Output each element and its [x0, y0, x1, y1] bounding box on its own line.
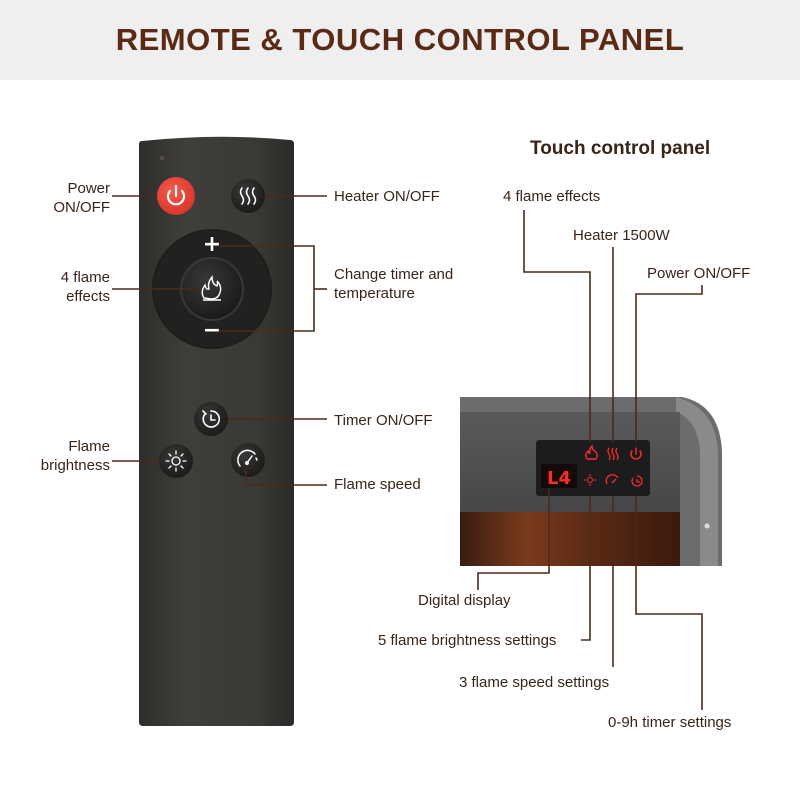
ir-led [160, 156, 164, 160]
label-panel-timer: 0-9h timer settings [608, 714, 732, 731]
plus-button[interactable]: + [203, 232, 221, 257]
heat-waves-icon [607, 447, 619, 461]
panel-flame-touch[interactable] [585, 444, 598, 460]
remote-navigation-ring [152, 229, 272, 349]
panel-callout-lines [477, 210, 703, 710]
panel-title: Touch control panel [530, 138, 711, 159]
header-banner: REMOTE & TOUCH CONTROL PANEL [0, 0, 800, 80]
label-heater: Heater ON/OFF [334, 188, 440, 205]
speedometer-icon [605, 474, 619, 485]
remote-callout-lines [112, 195, 327, 486]
remote-flame-button[interactable] [201, 275, 222, 301]
touch-control-panel [460, 397, 722, 566]
label-flame-effects-text: 4 flame effects [60, 269, 110, 305]
label-power-text: Power ON/OFF [53, 180, 110, 216]
label-change-text: Change timer and temperature [334, 266, 454, 302]
flame-icon [585, 444, 598, 460]
panel-speed-touch[interactable] [605, 474, 619, 485]
sun-icon [584, 474, 596, 486]
speedometer-icon [237, 449, 258, 467]
remote-power-button[interactable] [157, 177, 195, 215]
flame-icon [201, 275, 222, 301]
fire-window [460, 512, 680, 566]
heat-waves-icon [239, 187, 257, 205]
digital-display-value: L4 [547, 468, 571, 489]
power-icon [166, 184, 186, 206]
panel-screw [704, 523, 710, 529]
label-panel-power: Power ON/OFF [647, 265, 751, 282]
label-panel-heater: Heater 1500W [573, 227, 670, 244]
remote-speed-button[interactable] [231, 443, 265, 477]
remote-brightness-button[interactable] [159, 444, 193, 478]
remote-heater-button[interactable] [231, 179, 265, 213]
power-icon [630, 447, 642, 460]
label-panel-flame-effects: 4 flame effects [503, 188, 601, 205]
panel-brightness-touch[interactable] [584, 474, 596, 486]
label-brightness-text: Flame brightness [40, 438, 110, 474]
label-power: Power ON/OFF [20, 179, 110, 217]
digital-display [541, 464, 577, 488]
panel-timer-touch[interactable] [631, 475, 643, 487]
remote-timer-button[interactable] [194, 402, 228, 436]
sun-icon [165, 450, 187, 472]
timer-icon [631, 475, 643, 487]
label-panel-brightness: 5 flame brightness settings [378, 632, 557, 649]
timer-icon [202, 410, 221, 428]
panel-power-touch[interactable] [630, 447, 642, 460]
label-speed: Flame speed [334, 476, 421, 493]
label-panel-display: Digital display [418, 592, 511, 609]
label-panel-speed: 3 flame speed settings [459, 674, 610, 691]
label-brightness: Flame brightness [20, 437, 110, 475]
panel-heater-touch[interactable] [607, 447, 619, 461]
label-change-timer-temp: Change timer and temperature [334, 265, 453, 303]
page-title: REMOTE & TOUCH CONTROL PANEL [115, 22, 685, 57]
minus-button[interactable]: − [203, 318, 221, 343]
label-flame-effects: 4 flame effects [20, 268, 110, 306]
label-timer: Timer ON/OFF [334, 412, 433, 429]
